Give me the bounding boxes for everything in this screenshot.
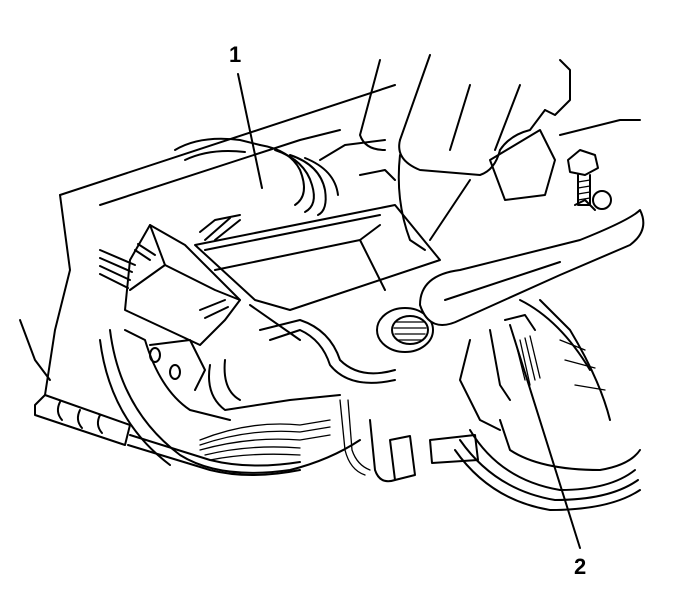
- upper-wire-bundle: [174, 137, 396, 216]
- electronic-module: [194, 204, 441, 341]
- callout-2-leader: [509, 324, 581, 549]
- harness-connector: [454, 299, 641, 511]
- dash-panel-outline: [19, 84, 396, 396]
- left-connector: [99, 224, 241, 346]
- mounting-bracket: [99, 329, 361, 474]
- lower-wire-bundle: [199, 319, 479, 483]
- steering-column-grommet: [359, 54, 571, 353]
- callout-2-label: 2: [574, 554, 587, 579]
- hose: [419, 190, 645, 326]
- bolt: [559, 119, 641, 206]
- callout-1-label: 1: [229, 42, 242, 67]
- callout-1-leader: [237, 73, 263, 189]
